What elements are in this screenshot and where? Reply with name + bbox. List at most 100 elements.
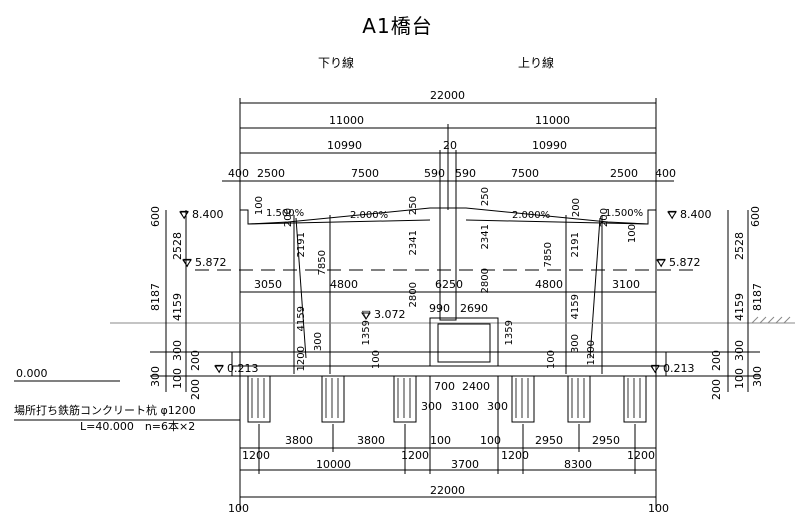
dim-gap: 20: [443, 139, 457, 152]
level-deck-right: ▽ 8.400: [668, 208, 712, 221]
dim-inner-left: 10990: [327, 139, 362, 152]
dim-mid-3: 6250: [435, 278, 463, 291]
vdim-right-300a: 300: [733, 340, 746, 361]
dim-row3-6: 7500: [511, 167, 539, 180]
dim-seg-7: 1200: [627, 449, 655, 462]
piles-left: [248, 376, 416, 422]
dim-seg-6: 8300: [564, 458, 592, 471]
vdim-right-100: 100: [733, 368, 746, 389]
pile-3: [394, 376, 416, 422]
vdim-right-2528: 2528: [733, 232, 746, 260]
dim-total-top: 22000: [430, 89, 465, 102]
level-box: ▽ 3.072: [362, 308, 406, 321]
vdim-left-200b: 200: [189, 379, 202, 400]
vdim-inner-7850-left: 7850: [317, 250, 328, 276]
vdim-inner-1359-right: 1359: [504, 320, 515, 346]
level-triangle-5872-left: [183, 260, 191, 266]
vdim-inner-200b-right: 200: [571, 198, 582, 218]
level-triangle-0213-right: [651, 366, 659, 372]
dim-mid-5: 3100: [612, 278, 640, 291]
dim-box-4: 3100: [451, 400, 479, 413]
dim-pile-1: 3800: [285, 434, 313, 447]
vdim-inner-2800-left: 2800: [408, 282, 419, 308]
pile-note-line2: L=40.000 n=6本×2: [80, 420, 196, 433]
dim-box-top-1: 990: [429, 302, 450, 315]
dim-box-5: 300: [487, 400, 508, 413]
dim-pile-2: 3800: [357, 434, 385, 447]
level-triangle-0213-left: [215, 366, 223, 372]
vdim-inner-100-left: 100: [254, 196, 265, 216]
drawing-title: A1橋台: [362, 14, 433, 38]
vdim-inner-1200-right: 1200: [586, 340, 597, 366]
level-mid-right: ▽ 5.872: [657, 256, 701, 269]
dim-box-1: 700: [434, 380, 455, 393]
dim-mid-2: 4800: [330, 278, 358, 291]
dim-box-2: 2400: [462, 380, 490, 393]
vdim-right-4159: 4159: [733, 293, 746, 321]
dim-seg-3: 1200: [401, 449, 429, 462]
central-column: [440, 208, 456, 320]
pile-note-line1: 場所打ち鉄筋コンクリート杭 φ1200: [14, 404, 196, 417]
dim-seg-5: 1200: [501, 449, 529, 462]
vdim-inner-300-left: 300: [313, 332, 324, 352]
level-triangle-8400-left: [180, 212, 188, 218]
dim-total-bottom: 22000: [430, 484, 465, 497]
dim-edge-right: 100: [648, 502, 669, 515]
dim-pile-4: 100: [480, 434, 501, 447]
dim-mid-1: 3050: [254, 278, 282, 291]
dim-box-3: 300: [421, 400, 442, 413]
vdim-inner-100-box-left: 100: [371, 350, 382, 370]
dim-row3-1: 400: [228, 167, 249, 180]
level-footing-left: ▽ 0.213: [215, 362, 259, 375]
dim-pile-3: 100: [430, 434, 451, 447]
dim-edge-left: 100: [228, 502, 249, 515]
vdim-left-100: 100: [171, 368, 184, 389]
rebar-left-a: [296, 218, 306, 358]
vdim-inner-2341-left: 2341: [408, 230, 419, 256]
vdim-left-4159: 4159: [171, 293, 184, 321]
slope-right-outer: 1.500%: [605, 208, 644, 219]
vdim-right-total: 8187: [751, 283, 764, 311]
dim-seg-4: 3700: [451, 458, 479, 471]
vdim-left-2528: 2528: [171, 232, 184, 260]
vdim-left-200a: 200: [189, 350, 202, 371]
vdim-inner-200-right: 200: [599, 208, 610, 228]
piles-right: [512, 376, 646, 422]
slope-left-outer: 1.500%: [266, 208, 305, 219]
dim-seg-1: 1200: [242, 449, 270, 462]
dim-pile-6: 2950: [592, 434, 620, 447]
dim-seg-2: 10000: [316, 458, 351, 471]
vdim-left-300b: 300: [149, 366, 162, 387]
footing-slab: [232, 352, 666, 376]
dim-row3-5: 590: [455, 167, 476, 180]
slope-left-inner: 2.000%: [350, 210, 389, 221]
vdim-inner-1200-left: 1200: [296, 346, 307, 372]
level-triangle-5872-right: [657, 260, 665, 266]
vdim-inner-4159-left: 4159: [296, 306, 307, 332]
vdim-inner-1359-left: 1359: [361, 320, 372, 346]
dim-half-left: 11000: [329, 114, 364, 127]
dim-row3-3: 7500: [351, 167, 379, 180]
level-triangle-8400-right: [668, 212, 676, 218]
pile-2: [322, 376, 344, 422]
pile-5: [568, 376, 590, 422]
vdim-inner-2341-right: 2341: [480, 224, 491, 250]
vdim-inner-2191-left: 2191: [296, 232, 307, 258]
level-footing-right: ▽ 0.213: [651, 362, 695, 375]
rebar-right-a: [590, 218, 600, 358]
vdim-inner-200-left: 200: [283, 208, 294, 228]
vdim-left-300a: 300: [171, 340, 184, 361]
dim-half-right: 11000: [535, 114, 570, 127]
dim-box-top-2: 2690: [460, 302, 488, 315]
pile-4: [512, 376, 534, 422]
vdim-inner-100-box-right: 100: [546, 350, 557, 370]
vdim-right-600: 600: [749, 206, 762, 227]
vdim-inner-250-left: 250: [408, 196, 419, 216]
pile-rebars: [252, 378, 640, 418]
vdim-inner-100-right: 100: [627, 224, 638, 244]
deck-left-underside: [248, 220, 430, 224]
dim-row3-7: 2500: [610, 167, 638, 180]
vdim-right-200a: 200: [710, 350, 723, 371]
dim-row3-4: 590: [424, 167, 445, 180]
dim-row3-8: 400: [655, 167, 676, 180]
